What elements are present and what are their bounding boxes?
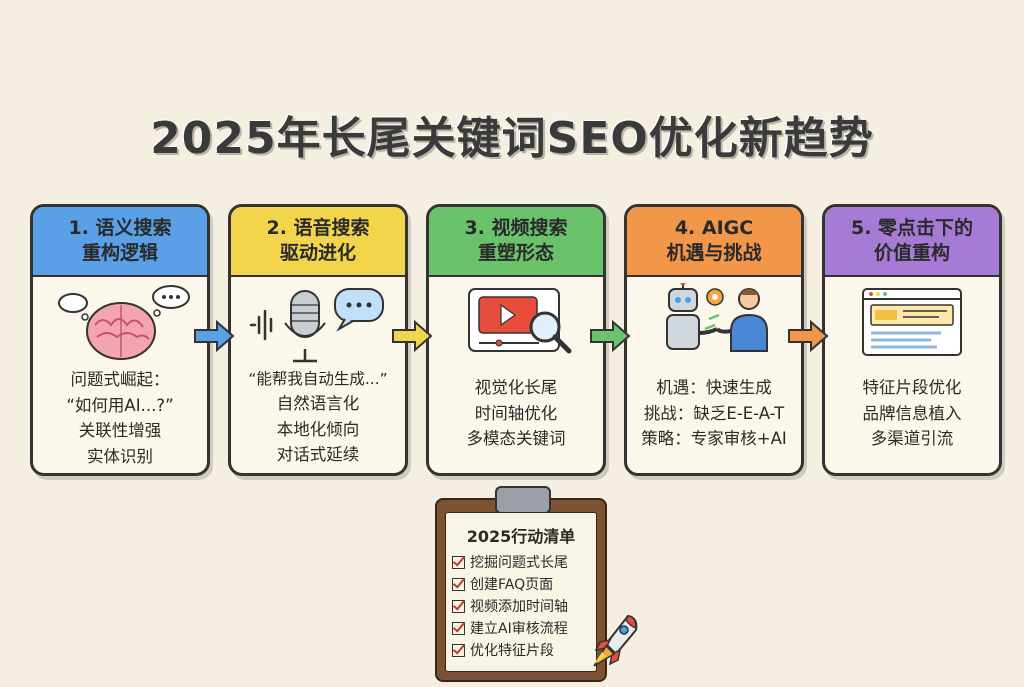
flow-arrow-icon	[194, 320, 235, 352]
arrow-shape	[392, 320, 433, 352]
card-video-search: 3. 视频搜索 重塑形态 视觉化长尾 时间轴优化 多模态关键词	[426, 204, 606, 476]
card-line: 视觉化长尾	[474, 378, 558, 397]
checklist-item-label: 挖掘问题式长尾	[470, 555, 568, 571]
checklist-item: 优化特征片段	[446, 639, 596, 661]
arrow-shape	[788, 320, 829, 352]
arrow-shape	[590, 320, 631, 352]
card-line: 机遇：快速生成	[656, 378, 772, 397]
rocket-icon	[593, 614, 638, 667]
card-header: 5. 零点击下的 价值重构	[825, 207, 999, 277]
checkbox-checked-icon	[452, 555, 465, 569]
microphone-speech-bubble-icon	[231, 283, 405, 367]
card-content: 视觉化长尾 时间轴优化 多模态关键词	[429, 375, 603, 463]
card-line: 多渠道引流	[870, 429, 954, 449]
card-line: 策略：专家审核+AI	[641, 429, 787, 449]
card-content: 问题式崛起： “如何用AI...?” 关联性增强 实体识别	[33, 367, 207, 466]
card-line: “如何用AI...?”	[66, 395, 174, 415]
flow-arrow-icon	[788, 320, 829, 352]
card-title-line1: 5. 零点击下的	[850, 217, 974, 240]
card-header: 4. AIGC 机遇与挑战	[627, 207, 801, 277]
card-header: 2. 语音搜索 驱动进化	[231, 207, 405, 277]
featured-snippet-webpage-icon	[825, 283, 999, 367]
checklist-title: 2025行动清单	[466, 527, 576, 546]
card-line: 特征片段优化	[862, 378, 962, 397]
arrow-shape	[194, 320, 235, 352]
card-zero-click: 5. 零点击下的 价值重构 特征片段优化 品牌信息植入 多渠道引流	[822, 204, 1002, 476]
card-header: 3. 视频搜索 重塑形态	[429, 207, 603, 277]
checklist-item: 挖掘问题式长尾	[446, 551, 596, 573]
checklist-item: 建立AI审核流程	[446, 617, 596, 639]
checkbox-checked-icon	[452, 643, 465, 657]
card-line: 对话式延续	[276, 445, 360, 465]
checklist-item-label: 创建FAQ页面	[470, 577, 554, 593]
card-title-line2: 机遇与挑战	[666, 242, 762, 264]
flow-arrow-icon	[590, 320, 631, 352]
card-title-line1: 2. 语音搜索	[266, 217, 370, 240]
card-content: 机遇：快速生成 挑战：缺乏E-E-A-T 策略：专家审核+AI	[627, 375, 801, 463]
checklist-item-label: 优化特征片段	[470, 643, 554, 659]
robot-human-handshake-icon	[627, 280, 801, 367]
card-line: 品牌信息植入	[862, 403, 962, 423]
card-aigc: 4. AIGC 机遇与挑战 机遇：快速生成 挑战：缺乏E-E-A-T 策略：专家…	[624, 204, 804, 476]
card-line: 多模态关键词	[466, 429, 566, 449]
page-title: 2025年长尾关键词SEO优化新趋势	[150, 113, 874, 164]
checkbox-checked-icon	[452, 621, 465, 635]
card-semantic-search: 1. 语义搜索 重构逻辑 问题式崛起： “如何用AI...?” 关联性增强 实体…	[30, 204, 210, 476]
checklist-item-label: 建立AI审核流程	[470, 621, 568, 637]
card-header: 1. 语义搜索 重构逻辑	[33, 207, 207, 277]
flow-arrow-icon	[392, 320, 433, 352]
card-title-line1: 3. 视频搜索	[464, 217, 568, 240]
card-title-line2: 重构逻辑	[81, 242, 158, 264]
checkbox-checked-icon	[452, 599, 465, 613]
checklist-item: 视频添加时间轴	[446, 595, 596, 617]
card-title-line1: 1. 语义搜索	[68, 217, 172, 240]
card-line: 自然语言化	[276, 394, 360, 414]
brain-thought-bubbles-icon	[33, 283, 207, 367]
card-line: “能帮我自动生成...”	[248, 370, 388, 388]
card-line: 挑战：缺乏E-E-A-T	[643, 403, 785, 423]
checklist-paper: 2025行动清单 挖掘问题式长尾 创建FAQ页面 视频添加时间轴 建立AI审核流…	[445, 512, 597, 672]
card-voice-search: 2. 语音搜索 驱动进化 “能帮我自动生成...” 自然语言化 本地化倾向 对话…	[228, 204, 408, 476]
checkbox-checked-icon	[452, 577, 465, 591]
checklist-item: 创建FAQ页面	[446, 573, 596, 595]
card-line: 时间轴优化	[474, 403, 558, 423]
card-title-line2: 驱动进化	[279, 242, 356, 264]
checklist-item-label: 视频添加时间轴	[470, 599, 568, 615]
card-title-line2: 价值重构	[873, 242, 950, 264]
card-line: 本地化倾向	[276, 419, 360, 439]
card-content: 特征片段优化 品牌信息植入 多渠道引流	[825, 375, 999, 463]
clipboard-clip-icon	[495, 486, 551, 514]
card-line: 关联性增强	[78, 421, 162, 441]
card-content: “能帮我自动生成...” 自然语言化 本地化倾向 对话式延续	[231, 367, 405, 464]
card-title-line2: 重塑形态	[477, 242, 554, 264]
card-title-line1: 4. AIGC	[674, 217, 754, 240]
card-line: 实体识别	[87, 446, 153, 466]
video-player-magnifier-icon	[429, 283, 603, 367]
action-checklist-clipboard: 2025行动清单 挖掘问题式长尾 创建FAQ页面 视频添加时间轴 建立AI审核流…	[435, 486, 607, 682]
card-line: 问题式崛起：	[70, 370, 170, 389]
